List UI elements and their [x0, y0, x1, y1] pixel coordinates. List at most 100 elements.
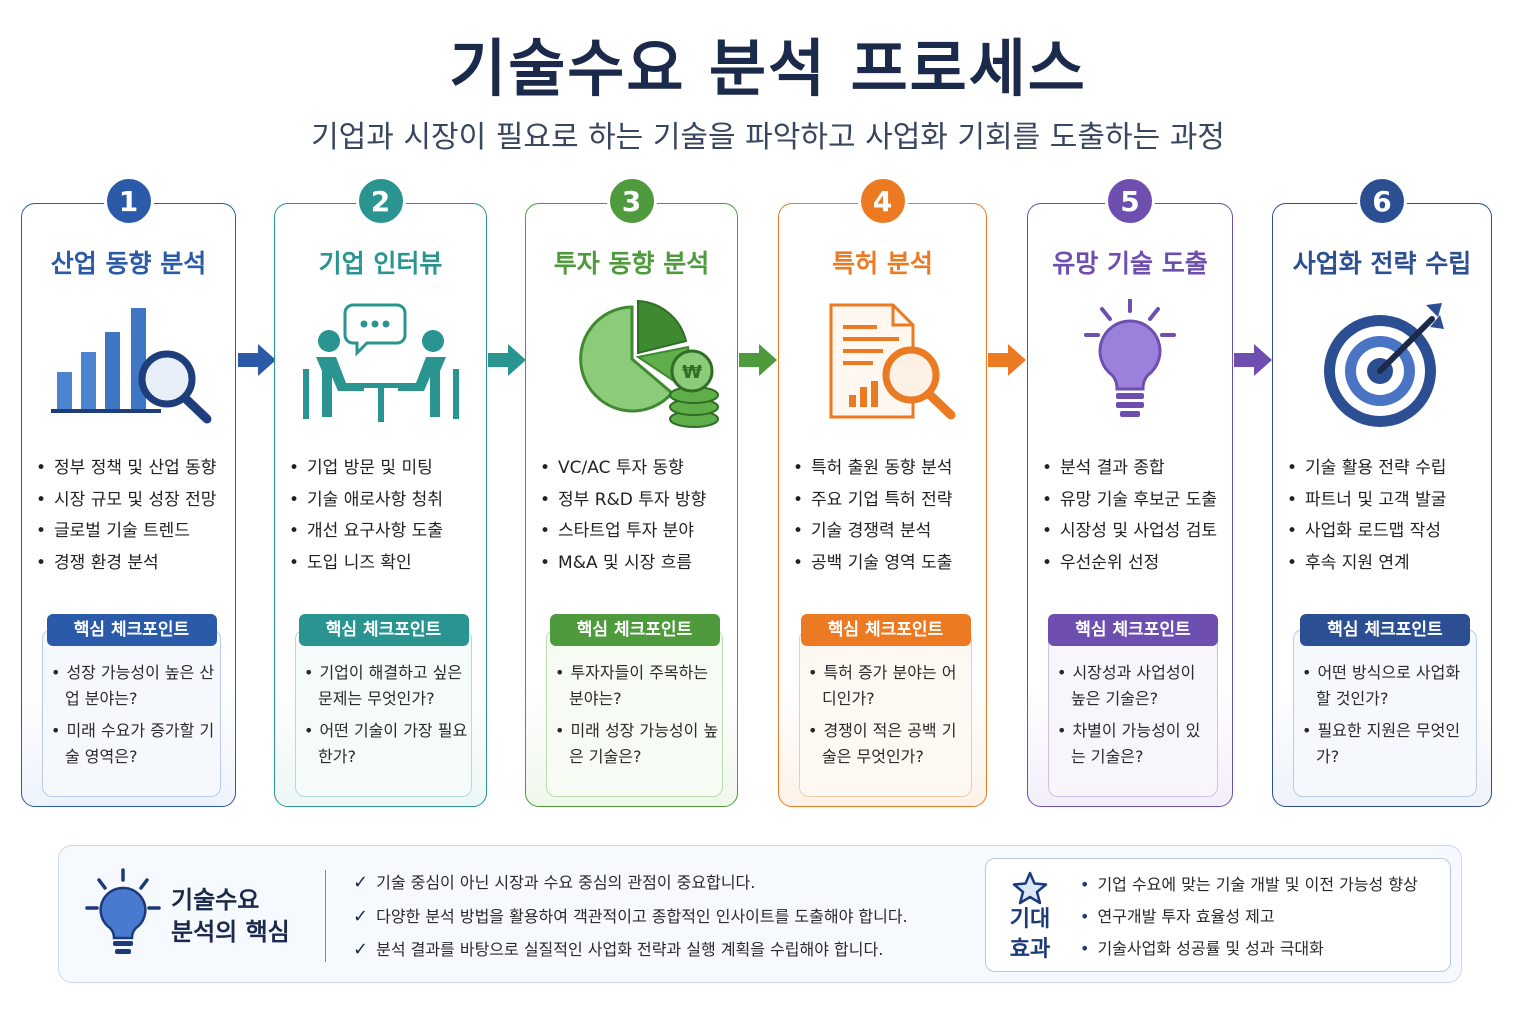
step-number-badge: 6 [1357, 176, 1407, 226]
check-icon: ✓ [353, 872, 369, 893]
step-title: 기업 인터뷰 [318, 249, 443, 278]
bullet-item: 경쟁 환경 분석 [36, 548, 229, 580]
step-bullets: 특허 출원 동향 분석 주요 기업 특허 전략 기술 경쟁력 분석 공백 기술 … [793, 453, 980, 579]
arrow-right-icon [739, 344, 777, 376]
bullet-item: 유망 기술 후보군 도출 [1042, 485, 1226, 517]
page-subtitle: 기업과 시장이 필요로 하는 기술을 파악하고 사업화 기회를 도출하는 과정 [311, 120, 1225, 155]
check-icon: ✓ [353, 939, 369, 960]
bullet-item: 기술 활용 전략 수립 [1287, 453, 1485, 485]
checkpoint-item: 기업이 해결하고 싶은 문제는 무엇인가? [304, 660, 469, 712]
checkpoint-label: 핵심 체크포인트 [1048, 614, 1218, 646]
core-item: ✓분석 결과를 바탕으로 실질적인 사업화 전략과 실행 계획을 수립해야 합니… [353, 939, 884, 960]
checkpoint-box: 핵심 체크포인트 성장 가능성이 높은 산업 분야는? 미래 수요가 증가할 기… [42, 614, 221, 797]
lightbulb-icon [1040, 297, 1220, 434]
checkpoint-item: 미래 수요가 증가할 기술 영역은? [51, 718, 218, 770]
step-card-5: 5 유망 기술 도출 분석 결과 종합 유망 기술 후보군 도출 시장성 및 사… [1027, 176, 1233, 807]
check-icon: ✓ [353, 905, 369, 927]
bullet-item: 스타트업 투자 분야 [540, 516, 731, 548]
star-icon [1012, 871, 1048, 905]
svg-text:₩: ₩ [682, 362, 702, 383]
effect-item: 기업 수요에 맞는 기술 개발 및 이전 가능성 향상 [1080, 869, 1417, 901]
bullet-item: 정부 R&D 투자 방향 [540, 485, 731, 517]
checkpoint-label: 핵심 체크포인트 [46, 614, 217, 646]
step-number-badge: 3 [606, 176, 657, 226]
core-item: ✓기술 중심이 아닌 시장과 수요 중심의 관점이 중요합니다. [353, 872, 756, 893]
checkpoint-box: 핵심 체크포인트 어떤 방식으로 사업화할 것인가? 필요한 지원은 무엇인가? [1293, 614, 1477, 797]
step-title: 투자 동향 분석 [553, 249, 710, 278]
checkpoint-label: 핵심 체크포인트 [1300, 614, 1470, 646]
summary-panel: 기술수요 분석의 핵심 ✓기술 중심이 아닌 시장과 수요 중심의 관점이 중요… [58, 845, 1462, 983]
bullet-item: 기술 경쟁력 분석 [793, 516, 980, 548]
bullet-item: 특허 출원 동향 분석 [793, 453, 980, 485]
step-number-badge: 4 [857, 176, 908, 226]
step-bullets: 정부 정책 및 산업 동향 시장 규모 및 성장 전망 글로벌 기술 트렌드 경… [36, 453, 229, 579]
checkpoint-box: 핵심 체크포인트 시장성과 사업성이 높은 기술은? 차별이 가능성이 있는 기… [1048, 614, 1218, 797]
checkpoint-item: 투자자들이 주목하는 분야는? [555, 660, 720, 712]
checkpoint-label: 핵심 체크포인트 [549, 614, 720, 646]
lightbulb-icon [83, 868, 163, 958]
effect-list: 기업 수요에 맞는 기술 개발 및 이전 가능성 향상 연구개발 투자 효율성 … [1080, 869, 1418, 965]
arrow-right-icon [238, 344, 276, 376]
page-title: 기술수요 분석 프로세스 [449, 32, 1087, 105]
step-bullets: 분석 결과 종합 유망 기술 후보군 도출 시장성 및 사업성 검토 우선순위 … [1042, 453, 1226, 579]
checkpoint-item: 경쟁이 적은 공백 기술은 무엇인가? [808, 718, 969, 770]
bullet-item: 기업 방문 및 미팅 [289, 453, 480, 485]
divider [325, 870, 326, 962]
step-title: 산업 동향 분석 [50, 249, 207, 278]
checkpoint-label: 핵심 체크포인트 [298, 614, 469, 646]
step-title: 유망 기술 도출 [1052, 249, 1208, 278]
bullet-item: 분석 결과 종합 [1042, 453, 1226, 485]
bullet-item: 정부 정책 및 산업 동향 [36, 453, 229, 485]
bar-chart-magnifier-icon [39, 299, 219, 434]
checkpoint-item: 성장 가능성이 높은 산업 분야는? [51, 660, 218, 712]
bullet-item: 파트너 및 고객 발굴 [1287, 485, 1485, 517]
arrow-right-icon [488, 344, 526, 376]
effect-item: 연구개발 투자 효율성 제고 [1080, 901, 1418, 933]
expected-effect-box: 기대 효과 기업 수요에 맞는 기술 개발 및 이전 가능성 향상 연구개발 투… [985, 858, 1451, 972]
step-card-1: 1 산업 동향 분석 정부 정책 및 산업 동향 시장 규모 및 성장 전망 글… [21, 176, 236, 807]
step-title: 사업화 전략 수립 [1292, 249, 1472, 278]
step-title: 특허 분석 [832, 249, 933, 278]
checkpoint-item: 특허 증가 분야는 어디인가? [808, 660, 969, 712]
checkpoint-item: 시장성과 사업성이 높은 기술은? [1057, 660, 1215, 712]
checkpoint-label: 핵심 체크포인트 [800, 614, 971, 646]
bullet-item: 기술 애로사항 청취 [289, 485, 480, 517]
step-number-badge: 2 [355, 176, 406, 226]
bullet-item: 개선 요구사항 도출 [289, 516, 480, 548]
bullet-item: VC/AC 투자 동향 [540, 453, 731, 485]
checkpoint-box: 핵심 체크포인트 투자자들이 주목하는 분야는? 미래 성장 가능성이 높은 기… [546, 614, 723, 797]
target-arrow-icon [1292, 299, 1472, 434]
bullet-item: 공백 기술 영역 도출 [793, 548, 980, 580]
checkpoint-item: 어떤 방식으로 사업화할 것인가? [1302, 660, 1474, 712]
step-card-4: 4 특허 분석 특허 출원 동향 분석 주요 기업 특허 전략 기술 경쟁력 분… [778, 176, 987, 807]
bullet-item: 글로벌 기술 트렌드 [36, 516, 229, 548]
core-list: ✓기술 중심이 아닌 시장과 수요 중심의 관점이 중요합니다. ✓다양한 분석… [353, 866, 908, 967]
bullet-item: 우선순위 선정 [1042, 548, 1226, 580]
effect-item: 기술사업화 성공률 및 성과 극대화 [1080, 933, 1418, 965]
core-item: ✓다양한 분석 방법을 활용하여 객관적이고 종합적인 인사이트를 도출해야 합… [353, 905, 908, 927]
step-bullets: 기술 활용 전략 수립 파트너 및 고객 발굴 사업화 로드맵 작성 후속 지원… [1287, 453, 1485, 579]
step-bullets: 기업 방문 및 미팅 기술 애로사항 청취 개선 요구사항 도출 도입 니즈 확… [289, 453, 480, 579]
effect-title: 기대 효과 [1009, 907, 1051, 962]
arrow-right-icon [988, 344, 1026, 376]
bullet-item: 후속 지원 연계 [1287, 548, 1485, 580]
step-number-badge: 5 [1105, 176, 1155, 226]
checkpoint-item: 미래 성장 가능성이 높은 기술은? [555, 718, 720, 770]
step-card-3: 3 투자 동향 분석 ₩ VC/AC 투자 동향 정부 R&D 투자 방향 스타… [525, 176, 738, 807]
checkpoint-item: 차별이 가능성이 있는 기술은? [1057, 718, 1215, 770]
checkpoint-item: 필요한 지원은 무엇인가? [1302, 718, 1474, 770]
pie-chart-coins-icon: ₩ [542, 299, 722, 434]
bullet-item: 주요 기업 특허 전략 [793, 485, 980, 517]
step-card-2: 2 기업 인터뷰 기업 방문 및 미팅 기술 애로사항 청취 개선 요구사항 도… [274, 176, 487, 807]
step-bullets: VC/AC 투자 동향 정부 R&D 투자 방향 스타트업 투자 분야 M&A … [540, 453, 731, 579]
bullet-item: 도입 니즈 확인 [289, 548, 480, 580]
checkpoint-item: 어떤 기술이 가장 필요한가? [304, 718, 469, 770]
document-magnifier-icon [793, 299, 973, 434]
core-title: 기술수요 분석의 핵심 [171, 886, 290, 946]
bullet-item: M&A 및 시장 흐름 [540, 548, 731, 580]
step-number-badge: 1 [103, 176, 154, 226]
step-card-6: 6 사업화 전략 수립 기술 활용 전략 수립 파트너 및 고객 발굴 사업화 … [1272, 176, 1492, 807]
bullet-item: 사업화 로드맵 작성 [1287, 516, 1485, 548]
bullet-item: 시장 규모 및 성장 전망 [36, 485, 229, 517]
interview-icon [291, 299, 471, 434]
